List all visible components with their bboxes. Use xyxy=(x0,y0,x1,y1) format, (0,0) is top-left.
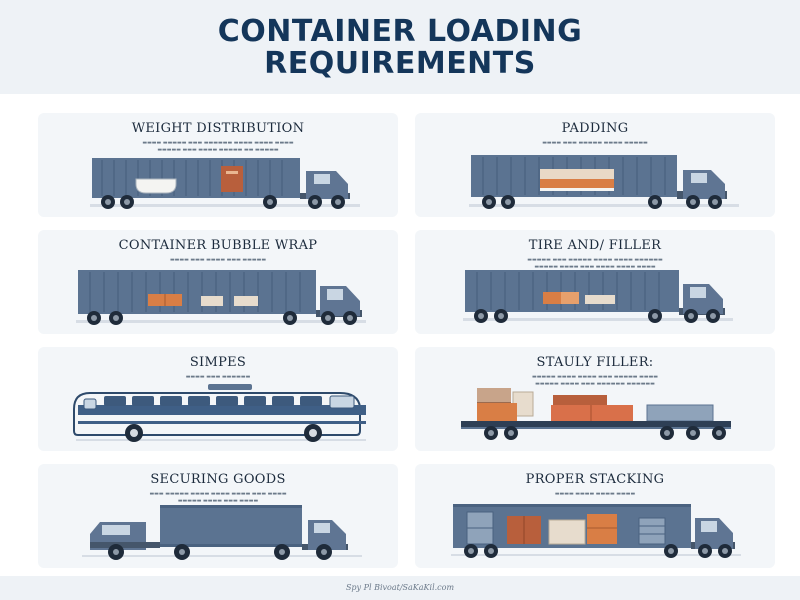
card-padding: PADDING ▬▬▬▬ ▬▬▬ ▬▬▬▬▬ ▬▬▬▬ ▬▬▬▬▬ xyxy=(415,113,775,217)
footer-credit: Spy Pl Bivoat/SaKaKil.com xyxy=(345,583,455,592)
card-container-bubble-wrap: CONTAINER BUBBLE WRAP ▬▬▬▬ ▬▬▬ ▬▬▬▬ ▬▬▬ … xyxy=(38,230,398,334)
flatbed-trailer-stacked-crates-icon xyxy=(461,388,731,440)
card-text: ▬▬▬▬ ▬▬▬ ▬▬▬▬ ▬▬▬ ▬▬▬▬▬ xyxy=(169,257,267,263)
card-title: CONTAINER BUBBLE WRAP xyxy=(118,238,318,253)
card-title: TIRE AND/ FILLER xyxy=(528,238,662,253)
card-text: ▬▬▬▬▬ ▬▬▬▬ ▬▬▬▬ ▬▬▬ ▬▬▬▬▬ ▬▬▬▬▬▬▬▬▬ ▬▬▬▬… xyxy=(531,374,659,387)
container-truck-filler-boxes-icon xyxy=(463,270,733,323)
page-title-line-2: REQUIREMENTS xyxy=(264,46,536,81)
card-text: ▬▬▬▬▬ ▬▬▬ ▬▬▬▬▬ ▬▬▬▬ ▬▬▬▬ ▬▬▬▬▬▬▬▬▬▬▬ ▬▬… xyxy=(527,257,663,270)
card-text: ▬▬▬▬ ▬▬▬▬ ▬▬▬▬ ▬▬▬▬ xyxy=(554,491,636,497)
container-truck-stacked-cargo-icon xyxy=(451,504,741,558)
card-stauly-filler: STAULY FILLER: ▬▬▬▬▬ ▬▬▬▬ ▬▬▬▬ ▬▬▬ ▬▬▬▬▬… xyxy=(415,347,775,451)
card-securing-goods: SECURING GOODS ▬▬▬ ▬▬▬▬▬ ▬▬▬▬ ▬▬▬▬ ▬▬▬▬ … xyxy=(38,464,398,568)
card-text: ▬▬▬▬ ▬▬▬ ▬▬▬▬▬▬ xyxy=(185,374,251,380)
card-title: SECURING GOODS xyxy=(150,472,286,487)
header: CONTAINER LOADING REQUIREMENTS xyxy=(0,0,800,94)
card-tire-and-filler: TIRE AND/ FILLER ▬▬▬▬▬ ▬▬▬ ▬▬▬▬▬ ▬▬▬▬ ▬▬… xyxy=(415,230,775,334)
card-text: ▬▬▬▬ ▬▬▬▬▬ ▬▬▬ ▬▬▬▬▬▬ ▬▬▬▬ ▬▬▬▬ ▬▬▬▬▬▬▬▬… xyxy=(142,140,294,153)
card-title: WEIGHT DISTRIBUTION xyxy=(131,121,305,136)
bus-icon xyxy=(73,384,366,442)
card-title: PADDING xyxy=(561,121,629,136)
card-title: STAULY FILLER: xyxy=(536,355,654,370)
card-text: ▬▬▬▬ ▬▬▬ ▬▬▬▬▬ ▬▬▬▬ ▬▬▬▬▬ xyxy=(542,140,648,146)
container-truck-wrapped-boxes-icon xyxy=(76,270,366,325)
page-title-line-1: CONTAINER LOADING xyxy=(217,14,583,49)
card-title: PROPER STACKING xyxy=(525,472,665,487)
box-truck-icon xyxy=(82,505,362,560)
card-simpes: SIMPES ▬▬▬▬ ▬▬▬ ▬▬▬▬▬▬ xyxy=(38,347,398,451)
card-title: SIMPES xyxy=(189,355,247,370)
footer: Spy Pl Bivoat/SaKaKil.com xyxy=(0,576,800,600)
card-proper-stacking: PROPER STACKING ▬▬▬▬ ▬▬▬▬ ▬▬▬▬ ▬▬▬▬ xyxy=(415,464,775,568)
card-weight-distribution: WEIGHT DISTRIBUTION ▬▬▬▬ ▬▬▬▬▬ ▬▬▬ ▬▬▬▬▬… xyxy=(38,113,398,217)
container-truck-padded-crates-icon xyxy=(469,155,739,209)
card-text: ▬▬▬ ▬▬▬▬▬ ▬▬▬▬ ▬▬▬▬ ▬▬▬▬ ▬▬▬ ▬▬▬▬▬▬▬▬▬ ▬… xyxy=(149,491,287,504)
container-truck-bathtub-box-icon xyxy=(90,158,360,209)
